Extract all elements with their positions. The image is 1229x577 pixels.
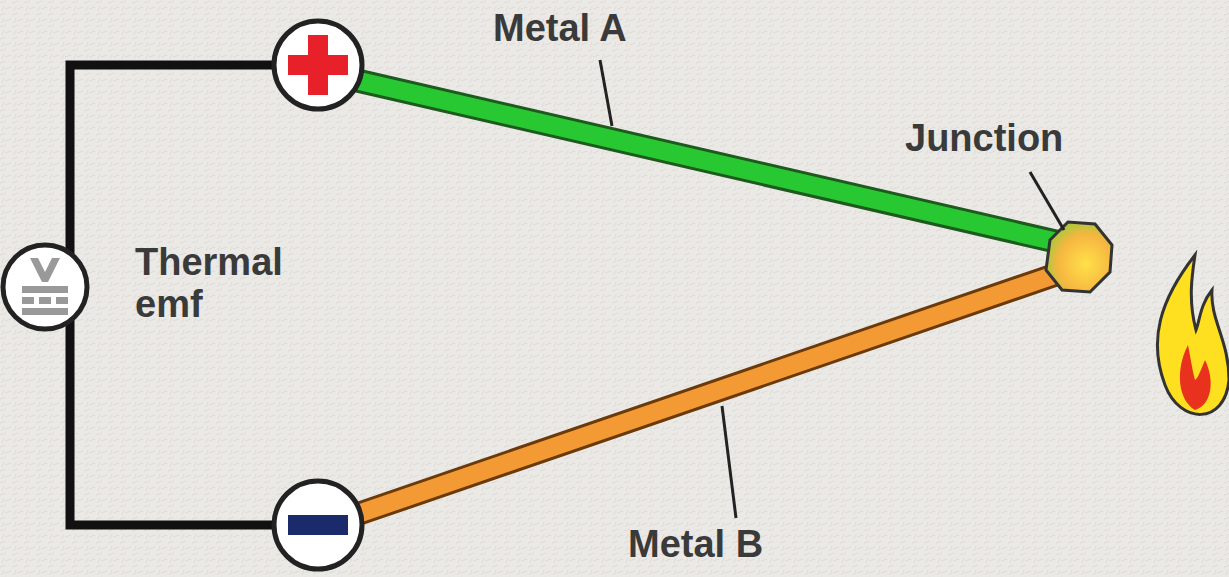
- part-label: Junction: [905, 118, 1063, 160]
- metal-b-wire-fill: [355, 268, 1075, 515]
- flame: [1157, 255, 1229, 414]
- negative-terminal: [274, 481, 362, 569]
- leader-line: [722, 406, 736, 518]
- leader-line: [1030, 172, 1064, 230]
- metal-b-wire: [355, 268, 1075, 515]
- voltmeter-bar: [22, 308, 68, 315]
- voltmeter-bar: [22, 286, 68, 293]
- voltmeter-v-symbol: [30, 258, 60, 282]
- plus-sign: [288, 35, 348, 95]
- junction-bead: [1046, 222, 1112, 292]
- minus-sign: [288, 515, 348, 535]
- part-label: Metal B: [628, 524, 763, 566]
- leader-line: [600, 60, 612, 126]
- metal-a-wire-fill: [355, 80, 1075, 246]
- metal-a-wire: [355, 80, 1075, 246]
- voltmeter-bar: [39, 297, 51, 304]
- part-label: Thermal emf: [135, 242, 315, 326]
- voltmeter: [3, 245, 87, 329]
- part-label: Metal A: [493, 8, 627, 50]
- voltmeter-bar: [22, 297, 34, 304]
- flame-core: [1180, 345, 1211, 410]
- voltmeter-bar: [56, 297, 68, 304]
- positive-terminal: [274, 21, 362, 109]
